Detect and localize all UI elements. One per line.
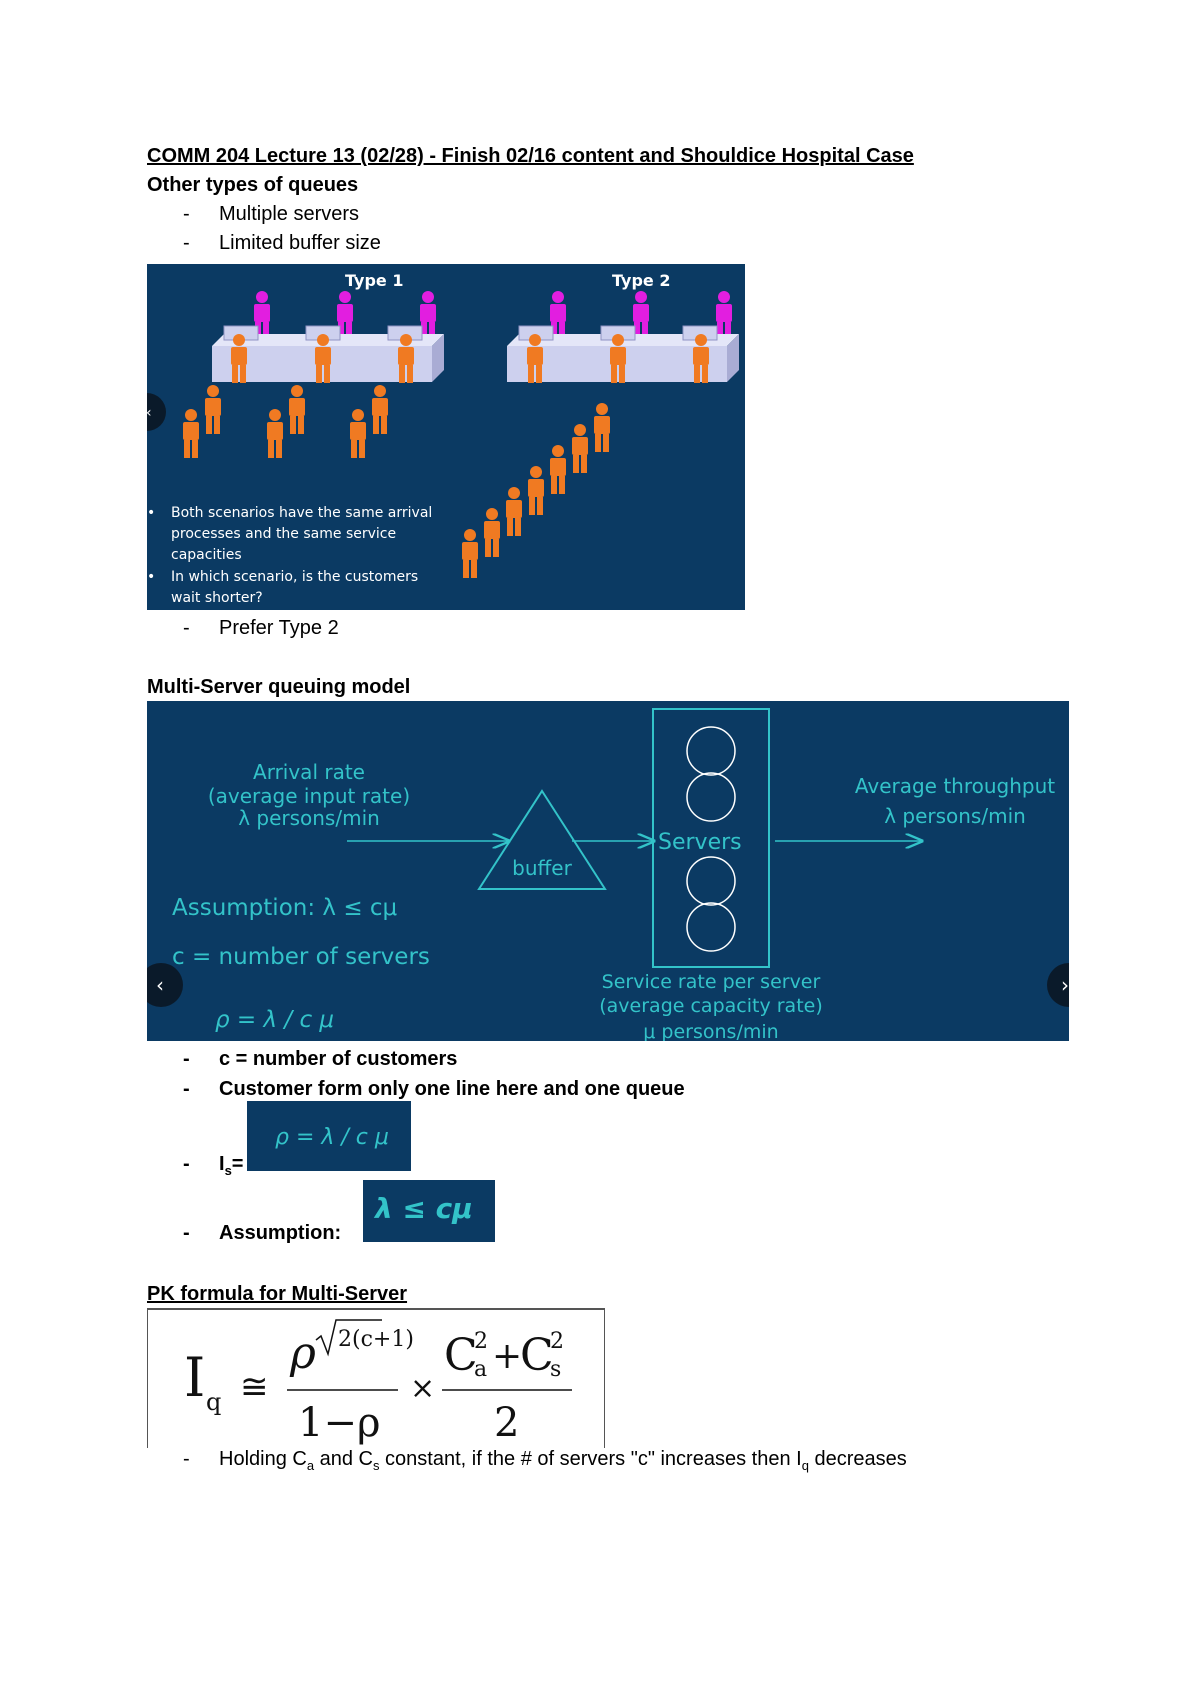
chevron-right-icon: › [1061, 973, 1069, 997]
rho-formula-box: ρ = λ / c μ [247, 1101, 411, 1171]
server-circle [686, 902, 736, 952]
bullet-dot: • [147, 505, 155, 521]
customer-person-icon [350, 409, 366, 458]
customer-person-icon [572, 424, 588, 473]
server-circle [686, 856, 736, 906]
arrival-rate-label: Arrival rate [253, 760, 365, 784]
bullet-text: Limited buffer size [219, 232, 381, 254]
formula-plus: + [492, 1336, 522, 1377]
bullet-text: Multiple servers [219, 203, 360, 225]
formula-cs: C [520, 1330, 554, 1381]
rho-formula: ρ = λ / c μ [275, 1125, 389, 1150]
buffer-label: buffer [512, 856, 572, 880]
assumption-formula: λ ≤ cμ [375, 1192, 473, 1225]
assumption-formula-box: λ ≤ cμ [363, 1180, 495, 1242]
arrival-rate-unit: λ persons/min [238, 806, 380, 830]
slide-bullet-line: wait shorter? [171, 590, 263, 606]
bullet-text: Customer form only one line here and one… [219, 1078, 685, 1100]
customer-person-icon [372, 385, 388, 434]
formula-lhs-sub: q [206, 1388, 221, 1416]
slide-prev-button[interactable] [147, 393, 166, 431]
bullet-text: Holding Ca and Cs constant, if the # of … [219, 1448, 907, 1473]
throughput-unit: λ persons/min [884, 804, 1026, 828]
server-circle [686, 726, 736, 776]
bullet-text: Prefer Type 2 [219, 617, 339, 639]
customer-person-icon [506, 487, 522, 536]
bullet-text: Assumption: [219, 1222, 342, 1244]
formula-ca-sq: 2 [474, 1329, 488, 1354]
customer-person-icon [528, 466, 544, 515]
slide-bullet-line: In which scenario, is the customers [171, 569, 418, 585]
ls-label: Is= [219, 1153, 244, 1178]
section-heading-multi-server: Multi-Server queuing model [147, 676, 411, 698]
throughput-label: Average throughput [855, 774, 1055, 798]
slide-prev-button[interactable] [147, 963, 183, 1007]
pk-formula: I q ≅ ρ 2(c+1) 1−ρ × C 2 a + C 2 s 2 [184, 1319, 572, 1446]
service-rate-unit: μ persons/min [643, 1021, 778, 1041]
type2-label: Type 2 [612, 271, 670, 290]
formula-times: × [410, 1371, 435, 1406]
customer-person-icon [484, 508, 500, 557]
bullet-text: c = number of customers [219, 1048, 458, 1070]
section-heading-other-queues: Other types of queues [147, 174, 359, 196]
service-rate-label: Service rate per server [602, 971, 821, 993]
customer-person-icon [205, 385, 221, 434]
server-circle [686, 772, 736, 822]
queue-types-slide: Type 1 Type 2 ‹ • Both scenarios have th… [147, 264, 745, 610]
customer-person-icon [594, 403, 610, 452]
multi-server-slide: Arrival rate (average input rate) λ pers… [147, 701, 1069, 1041]
sqrt-sign [315, 1319, 382, 1357]
formula-denominator: 1−ρ [298, 1400, 380, 1446]
formula-ca: C [444, 1330, 478, 1381]
bullet-dot: • [147, 569, 155, 585]
slide-bullet-line: capacities [171, 547, 242, 563]
pk-formula-box: I q ≅ ρ 2(c+1) 1−ρ × C 2 a + C 2 s 2 [147, 1308, 605, 1448]
customer-person-icon [289, 385, 305, 434]
customer-person-icon [462, 529, 478, 578]
formula-lhs: I [184, 1346, 205, 1409]
customer-person-icon [267, 409, 283, 458]
formula-cs-sub: s [550, 1357, 561, 1382]
formula-ca-sub: a [474, 1357, 487, 1382]
assumption-text: Assumption: λ ≤ cμ [172, 895, 398, 921]
type1-label: Type 1 [345, 271, 403, 290]
rho-formula-text: ρ = λ / c μ [215, 1007, 334, 1033]
page-title: COMM 204 Lecture 13 (02/28) - Finish 02/… [147, 145, 914, 167]
arrival-rate-sub: (average input rate) [208, 784, 410, 808]
formula-cs-sq: 2 [550, 1329, 564, 1354]
slide-next-button[interactable] [1047, 963, 1069, 1007]
chevron-left-icon: ‹ [156, 973, 164, 997]
formula-approx: ≅ [240, 1367, 269, 1407]
server-person-icon [716, 291, 732, 334]
chevron-left-icon: ‹ [147, 405, 152, 421]
service-rate-sub: (average capacity rate) [599, 995, 823, 1017]
formula-two: 2 [494, 1400, 519, 1446]
servers-label: Servers [658, 830, 742, 855]
customer-person-icon [183, 409, 199, 458]
formula-exponent: 2(c+1) [338, 1327, 414, 1352]
c-definition-text: c = number of servers [172, 944, 430, 970]
customer-person-icon [550, 445, 566, 494]
slide-bullet-line: processes and the same service [171, 526, 396, 542]
formula-rho: ρ [289, 1328, 316, 1379]
buffer-triangle [477, 789, 607, 890]
servers-box [652, 708, 770, 968]
section-heading-pk-formula: PK formula for Multi-Server [147, 1283, 408, 1305]
slide-bullet-line: Both scenarios have the same arrival [171, 505, 432, 521]
